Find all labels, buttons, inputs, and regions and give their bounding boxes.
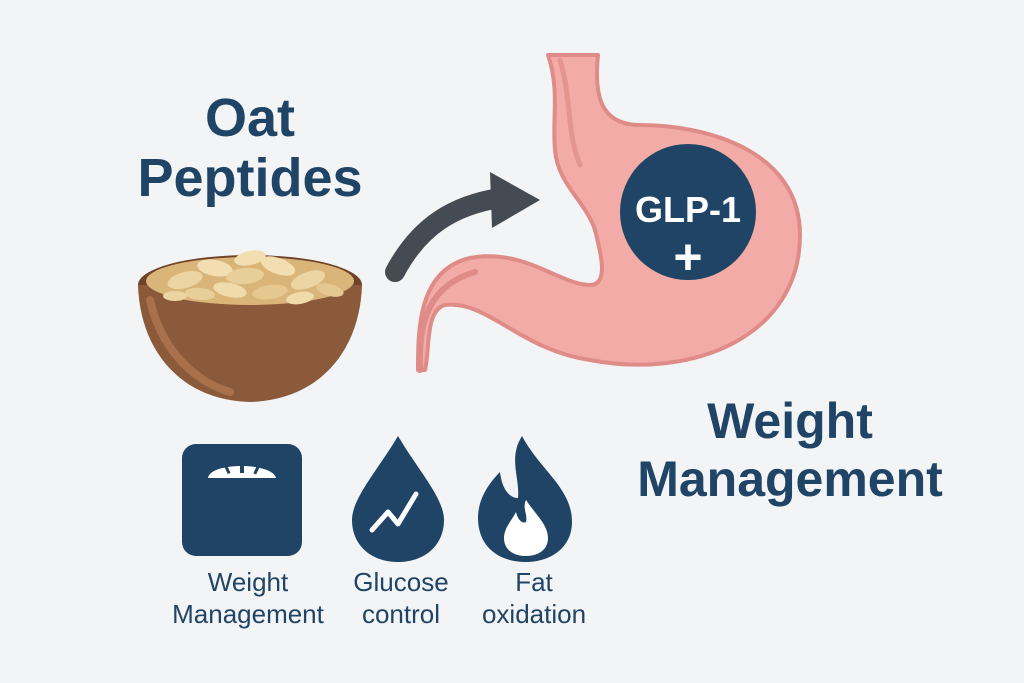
flame-icon — [478, 436, 572, 562]
outcome-title: Weight Management — [590, 392, 990, 508]
main-title: Oat Peptides — [60, 88, 440, 208]
outcome-title-line1: Weight — [707, 393, 873, 449]
glp1-label: GLP-1 — [634, 189, 741, 230]
main-title-line1: Oat — [204, 88, 296, 148]
benefit-label-line2: Management — [172, 599, 324, 629]
benefit-label-line2: control — [361, 599, 441, 629]
benefit-fat-oxidation: Fat oxidation — [466, 566, 602, 630]
benefit-weight-management: Weight Management — [158, 566, 338, 630]
benefit-label-line2: oxidation — [481, 599, 587, 629]
outcome-title-line2: Management — [637, 451, 943, 507]
scale-icon — [182, 444, 302, 556]
glp1-plus-sign: + — [673, 229, 703, 285]
benefit-glucose-control: Glucose control — [338, 566, 464, 630]
glp1-badge — [620, 144, 756, 280]
main-title-line2: Peptides — [137, 148, 363, 208]
blood-drop-icon — [352, 436, 444, 562]
benefit-label-line1: Glucose — [353, 567, 449, 597]
stomach-icon — [416, 53, 802, 373]
benefit-label-line1: Fat — [515, 567, 553, 597]
benefit-label-line1: Weight — [207, 567, 289, 597]
oat-bowl-icon — [138, 250, 362, 402]
arrow-icon — [385, 172, 540, 282]
